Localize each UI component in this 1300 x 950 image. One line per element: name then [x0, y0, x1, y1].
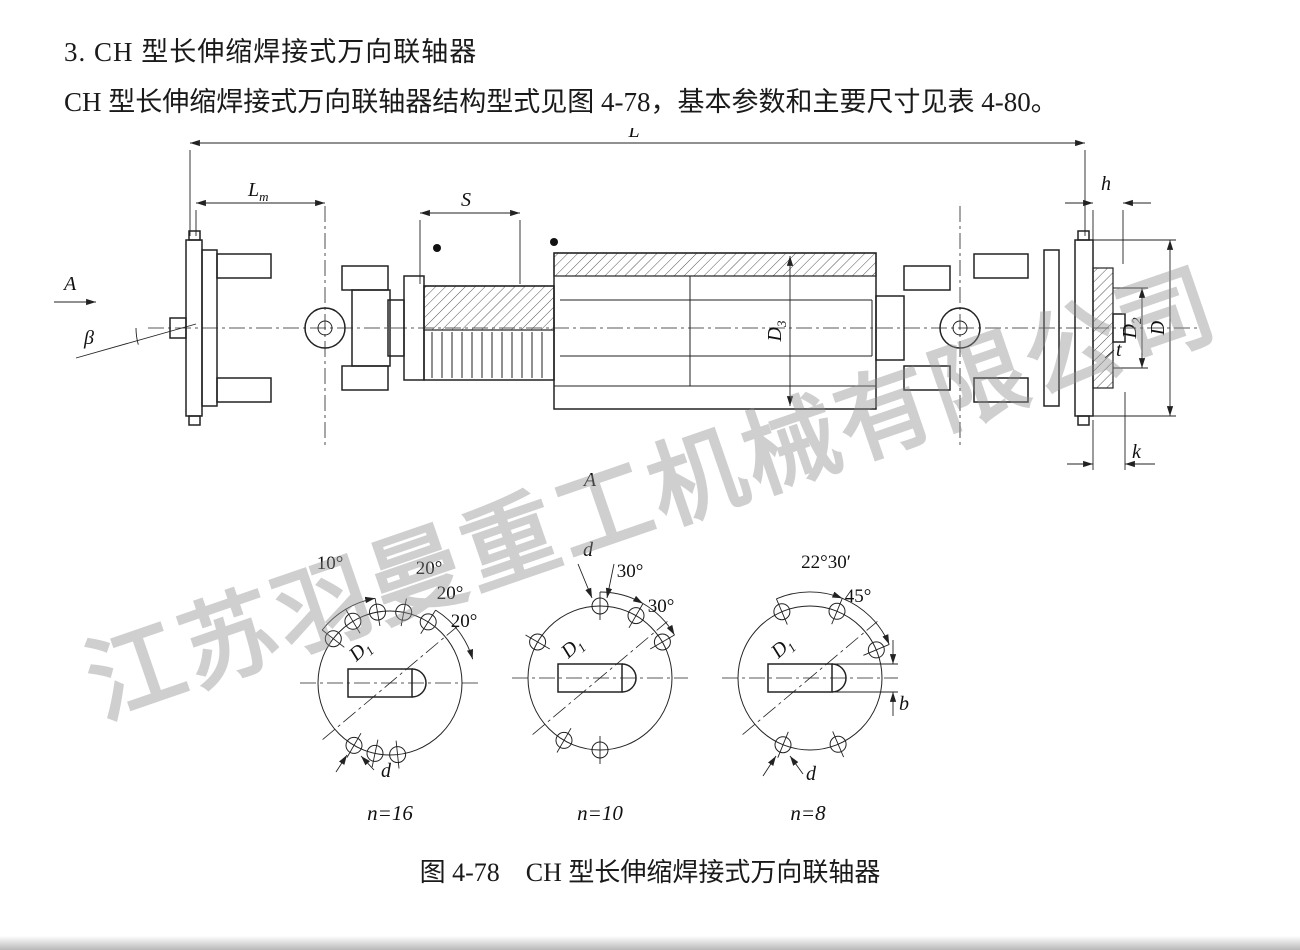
angle-label: 20° [437, 583, 464, 604]
right-flange [1074, 230, 1126, 426]
dimension-D2: D2 [1113, 287, 1148, 369]
centerlines [148, 206, 1198, 448]
hole-count: n=10 [577, 801, 623, 825]
main-assembly-drawing: L Lm S [54, 128, 1198, 491]
right-universal-joint [875, 249, 1060, 407]
bolt-pattern-n10: d 30° 30° D1 n=10 [512, 539, 688, 825]
intro-paragraph: CH 型长伸缩焊接式万向联轴器结构型式见图 4-78，基本参数和主要尺寸见表 4… [64, 87, 1058, 117]
dim-label-Lm: Lm [247, 179, 269, 204]
hole-count: n=8 [790, 801, 826, 825]
bolt-circle-label-D1: D1 [556, 632, 589, 665]
dim-label-beta: β [83, 327, 94, 349]
section-heading: 3. CH 型长伸缩焊接式万向联轴器 [64, 37, 478, 67]
hole-dia-label-d: d [806, 763, 817, 785]
view-arrow-A: A [54, 273, 96, 306]
swing-angle-beta: β [75, 323, 197, 359]
page-edge-shadow [0, 936, 1300, 950]
dimension-S: S [419, 189, 521, 284]
left-universal-joint [216, 253, 391, 403]
grease-fitting-left [433, 244, 441, 252]
dimension-D3: D3 [764, 255, 794, 406]
hole-count: n=16 [367, 801, 413, 825]
angle-label: 30° [617, 561, 644, 582]
angle-label: 30° [648, 596, 675, 617]
dim-label-D: D [1147, 320, 1169, 336]
hole-dia-label-d: d [381, 760, 392, 782]
figure-caption: 图 4-78 CH 型长伸缩焊接式万向联轴器 [419, 858, 881, 887]
angle-label: 20° [451, 611, 478, 632]
telescopic-spline-section [387, 244, 555, 381]
dim-label-k: k [1132, 441, 1142, 463]
welded-tube [550, 238, 877, 410]
dim-label-D3: D3 [764, 320, 789, 342]
dim-label-t: t [1116, 339, 1122, 361]
bolt-circle-label-D1: D1 [766, 632, 799, 665]
plate-width-label-b: b [899, 693, 909, 715]
dim-label-D2: D2 [1119, 317, 1144, 339]
dim-label-S: S [461, 189, 471, 211]
dimension-k: k [1067, 392, 1155, 470]
angle-label: 20° [416, 558, 443, 579]
grease-fitting-right [550, 238, 558, 246]
angle-label: 10° [317, 553, 344, 574]
dim-label-h: h [1101, 173, 1111, 195]
dimension-Lm: Lm [195, 179, 325, 236]
left-flange [169, 230, 218, 426]
dimension-L: L [189, 128, 1086, 236]
coupling-technical-drawing: L Lm S [54, 128, 1198, 825]
dim-label-L: L [627, 128, 639, 142]
bolt-pattern-n8: 22°30′ 45° D1 b d n=8 [722, 552, 909, 825]
dimension-D: D [1093, 239, 1176, 417]
hole-dia-label-d: d [583, 539, 594, 561]
bolt-circle-label-D1: D1 [344, 635, 377, 668]
view-label-A: A [62, 273, 77, 295]
angle-label: 45° [845, 586, 872, 607]
bolt-pattern-n16: 10° 20° 20° 20° D1 d n=16 [300, 553, 482, 825]
figure-4-78: L Lm S [0, 128, 1300, 908]
section-label-A: A [582, 469, 597, 491]
angle-label: 22°30′ [801, 552, 851, 573]
dimension-t: t [1104, 339, 1122, 361]
dimension-h: h [1065, 173, 1151, 264]
